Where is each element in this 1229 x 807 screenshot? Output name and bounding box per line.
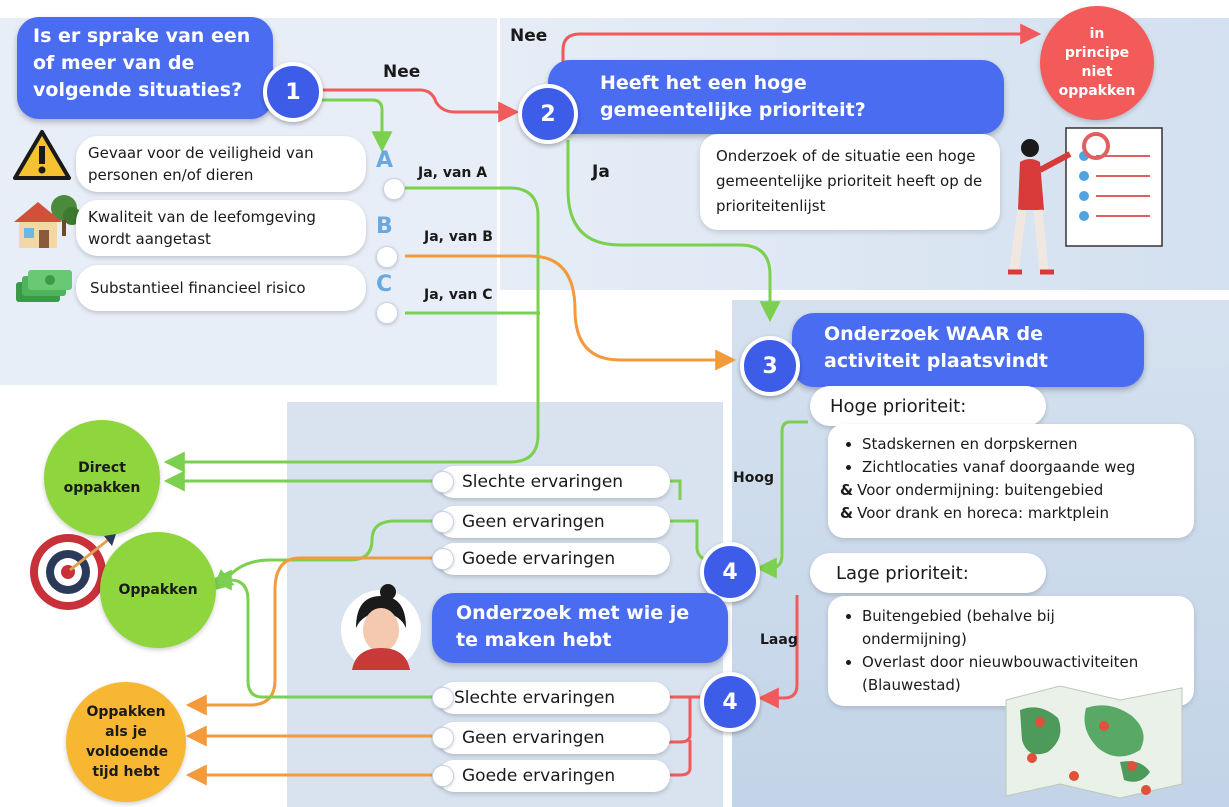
- low-item-2: Overlast door nieuwbouwactiviteiten (Bla…: [862, 651, 1192, 697]
- outcome-direct: Direct oppakken: [44, 420, 160, 536]
- upper-option-goede: Goede ervaringen: [438, 543, 670, 575]
- step2-no-label: Nee: [510, 26, 548, 46]
- situation-a-letter: A: [376, 148, 394, 173]
- arrow-a-direct: [322, 98, 393, 153]
- step1-no-label: Nee: [383, 62, 421, 82]
- low-priority-list: Buitengebied (behalve bij ondermijning) …: [828, 596, 1194, 706]
- situation-c-yes: Ja, van C: [424, 287, 493, 303]
- situation-c-letter: C: [376, 272, 393, 297]
- lower-slecht-dot: [432, 687, 454, 709]
- house-icon: [14, 195, 81, 248]
- outcome-oppakken: Oppakken: [100, 532, 216, 648]
- warning-icon: [13, 130, 71, 180]
- high-priority-list: Stadskernen en dorpskernen Zichtlocaties…: [828, 424, 1194, 538]
- outcome-if-time: Oppakken als je voldoende tijd hebt: [66, 682, 186, 802]
- map-illustration: [1005, 685, 1183, 799]
- arrow-1-nee: [322, 88, 520, 123]
- arrow-upper-goede: [185, 556, 445, 716]
- step2-note-text: Onderzoek of de situatie een hoge gemeen…: [716, 147, 983, 215]
- step3-number: 3: [740, 336, 800, 396]
- outcome-not-pickup: in principe niet oppakken: [1040, 6, 1154, 120]
- outcome-direct-text: Direct oppakken: [63, 460, 141, 496]
- arrow-upper-join: [668, 479, 706, 562]
- high-priority-title-text: Hoge prioriteit:: [830, 395, 967, 417]
- arrow-2-nee: [561, 23, 1042, 85]
- step3-question-text: Onderzoek WAAR de activiteit plaatsvindt: [824, 323, 1049, 372]
- lower-option-slecht: Slechte ervaringen: [438, 682, 670, 714]
- arrow-lower-slecht: [210, 569, 445, 699]
- target-icon: [30, 534, 116, 610]
- situation-b-yes: Ja, van B: [424, 229, 493, 245]
- low-priority-title-text: Lage prioriteit:: [836, 562, 969, 584]
- situation-a: Gevaar voor de veiligheid van personen e…: [76, 136, 366, 192]
- situation-c: Substantieel financieel risico: [76, 265, 366, 311]
- arrow-lower-join: [668, 695, 700, 777]
- lower-goede-dot: [432, 765, 454, 787]
- upper-option-slecht: Slechte ervaringen: [438, 466, 670, 498]
- arrow-laag: [757, 595, 799, 709]
- step1-question-text: Is er sprake van een of meer van de volg…: [33, 25, 251, 101]
- arrow-upper-geen: [211, 519, 445, 591]
- step3-question: Onderzoek WAAR de activiteit plaatsvindt: [792, 313, 1144, 387]
- upper-geen-dot: [432, 511, 454, 533]
- arrow-a-yes: [163, 186, 540, 473]
- situation-b-letter: B: [376, 214, 393, 239]
- upper-option-geen: Geen ervaringen: [438, 506, 670, 538]
- situation-b-text: Kwaliteit van de leefomgeving wordt aang…: [88, 208, 316, 248]
- upper-slecht-dot: [432, 471, 454, 493]
- lower-option-goede: Goede ervaringen: [438, 760, 670, 792]
- step2-yes-label: Ja: [592, 162, 610, 182]
- situation-b-connector: [376, 246, 398, 268]
- situation-a-text: Gevaar voor de veiligheid van personen e…: [88, 144, 314, 184]
- high-item-2: Zichtlocaties vanaf doorgaande weg: [862, 456, 1180, 479]
- high-extra-2: &Voor drank en horeca: marktplein: [840, 504, 1109, 522]
- step4-lower-number: 4: [700, 672, 760, 732]
- step4-upper-number: 4: [700, 542, 760, 602]
- situation-a-yes: Ja, van A: [418, 165, 488, 181]
- situation-a-connector: [383, 178, 405, 200]
- checklist-person-illustration: [1008, 127, 1163, 275]
- outcome-if-time-text: Oppakken als je voldoende tijd hebt: [86, 704, 169, 780]
- low-arrow-label: Laag: [760, 632, 798, 648]
- step1-question: Is er sprake van een of meer van de volg…: [17, 17, 273, 119]
- arrow-hoog: [755, 420, 808, 579]
- arrow-b-yes: [405, 254, 737, 371]
- money-icon: [16, 270, 72, 302]
- lower-option-geen: Geen ervaringen: [438, 722, 670, 754]
- situation-c-text: Substantieel financieel risico: [90, 279, 306, 297]
- step2-question-text: Heeft het een hoge gemeentelijke priorit…: [600, 72, 866, 121]
- step2-number: 2: [518, 84, 578, 144]
- high-priority-title: Hoge prioriteit:: [810, 386, 1046, 426]
- avatar: [341, 584, 421, 670]
- high-item-1: Stadskernen en dorpskernen: [862, 433, 1180, 456]
- step2-note: Onderzoek of de situatie een hoge gemeen…: [700, 134, 1000, 230]
- arrow-2-ja: [566, 140, 781, 323]
- high-arrow-label: Hoog: [733, 470, 774, 486]
- lower-geen-dot: [432, 727, 454, 749]
- step4-question: Onderzoek met wie je te maken hebt: [432, 593, 728, 663]
- step2-question: Heeft het een hoge gemeentelijke priorit…: [548, 60, 1004, 134]
- step4-question-text: Onderzoek met wie je te maken hebt: [456, 602, 690, 651]
- outcome-oppakken-text: Oppakken: [118, 582, 198, 598]
- low-priority-title: Lage prioriteit:: [810, 553, 1046, 593]
- upper-goede-dot: [432, 548, 454, 570]
- high-extra-1: &Voor ondermijning: buitengebied: [840, 481, 1104, 499]
- situation-b: Kwaliteit van de leefomgeving wordt aang…: [76, 200, 366, 256]
- situation-c-connector: [376, 302, 398, 324]
- low-item-1: Buitengebied (behalve bij ondermijning): [862, 605, 1162, 651]
- step1-number: 1: [263, 62, 323, 122]
- outcome-not-pickup-text: in principe niet oppakken: [1058, 26, 1136, 99]
